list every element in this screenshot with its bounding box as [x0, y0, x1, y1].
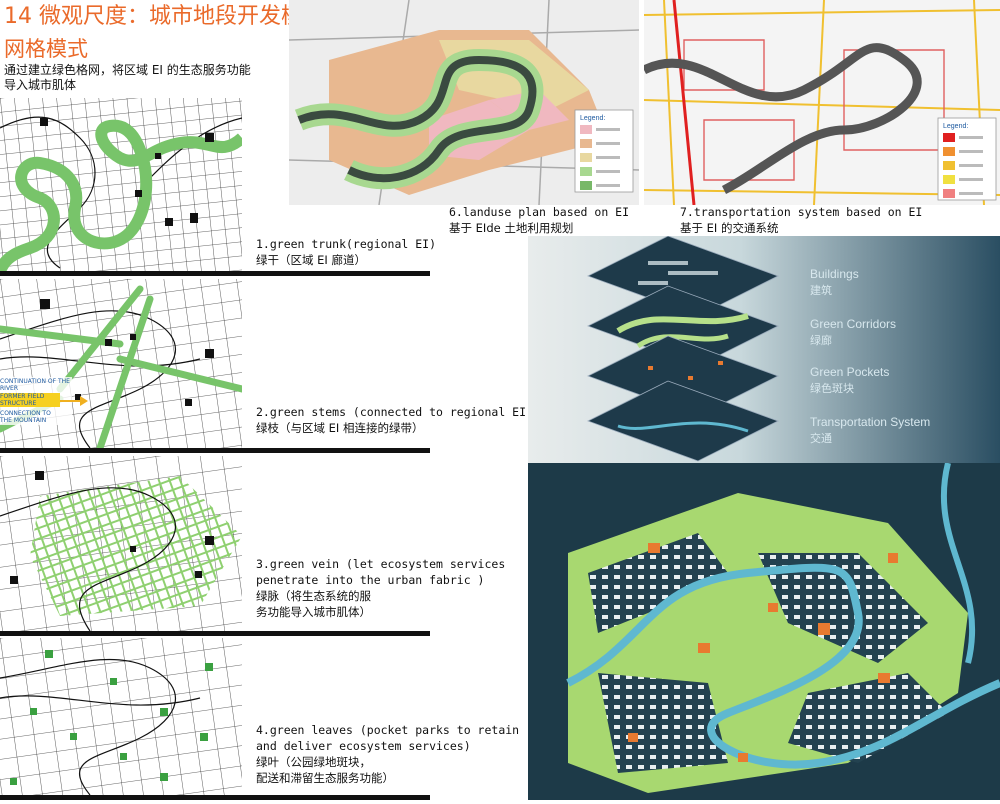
caption-en-2: and deliver ecosystem services)	[256, 739, 471, 753]
panel-green-stems: CONTINUATION OF THE RIVER FORMER FIELD S…	[0, 279, 242, 448]
green-trunk-diagram	[0, 98, 242, 271]
legend-text-placeholder	[596, 184, 620, 187]
caption-transport: 7.transportation system based on EI 基于 E…	[680, 204, 922, 236]
layer-label-transport-cn: 交通	[810, 431, 832, 445]
divider-bar-3	[0, 631, 430, 636]
landuse-plan-map: Legend:	[288, 0, 640, 206]
green-stems-diagram	[0, 279, 242, 448]
legend-swatch	[943, 175, 955, 184]
legend-text-placeholder	[959, 164, 983, 167]
caption-cn: 基于 EIde 土地利用规划	[449, 221, 574, 235]
layer-label-corridors: Green Corridors	[810, 317, 896, 331]
panel-green-vein	[0, 456, 242, 631]
arrow-icon	[60, 396, 88, 406]
layer-label-corridors-cn: 绿廊	[810, 333, 832, 347]
intro-line-2: 导入城市肌体	[4, 78, 77, 92]
legend-swatch	[943, 133, 955, 142]
green-leaves-diagram	[0, 638, 242, 795]
legend-text-placeholder	[959, 192, 983, 195]
layer-stack-graphic: Buildings 建筑 Green Corridors 绿廊 Green Po…	[528, 235, 1000, 463]
caption-green-vein: 3.green vein (let ecosystem services pen…	[256, 556, 505, 620]
transport-legend	[937, 117, 997, 201]
layer-label-pockets-cn: 绿色斑块	[810, 381, 854, 395]
caption-green-leaves: 4.green leaves (pocket parks to retain a…	[256, 722, 519, 786]
layer-transportation	[586, 380, 780, 462]
legend-title: Legend:	[580, 115, 605, 122]
legend-swatch	[580, 139, 592, 148]
landuse-legend	[574, 109, 634, 193]
legend-swatch	[943, 161, 955, 170]
label-continuation: CONTINUATION OF THE RIVER	[0, 378, 70, 392]
label-connection: CONNECTION TO THE MOUNTAIN	[0, 410, 51, 424]
layer-label-pockets: Green Pockets	[810, 365, 889, 379]
caption-green-stems: 2.green stems (connected to regional EI)…	[256, 404, 533, 436]
caption-en-2: penetrate into the urban fabric )	[256, 573, 485, 587]
caption-cn-1: 绿脉（将生态系统的服	[256, 589, 371, 603]
layer-label-buildings: Buildings	[810, 267, 859, 281]
label-former-field: FORMER FIELD STRUCTURE	[0, 393, 60, 407]
aerial-graphic	[528, 462, 1000, 800]
legend-text-placeholder	[596, 156, 620, 159]
layer-label-transport: Transportation System	[810, 415, 930, 429]
caption-en-1: 3.green vein (let ecosystem services	[256, 557, 506, 571]
caption-en: 6.landuse plan based on EI	[449, 205, 630, 219]
legend-swatch	[580, 167, 592, 176]
caption-en: 7.transportation system based on EI	[680, 205, 923, 219]
legend-swatch	[580, 153, 592, 162]
legend-text-placeholder	[596, 170, 620, 173]
caption-cn-2: 配送和滞留生态服务功能）	[256, 771, 394, 785]
caption-en: 2.green stems (connected to regional EI)	[256, 405, 533, 419]
intro-text: 通过建立绿色格网，将区域 EI 的生态服务功能 导入城市肌体	[4, 63, 294, 93]
caption-landuse: 6.landuse plan based on EI 基于 EIde 土地利用规…	[449, 204, 629, 236]
legend-text-placeholder	[596, 142, 620, 145]
landuse-map-graphic: Legend:	[288, 0, 640, 206]
legend-swatch	[943, 189, 955, 198]
caption-cn-2: 务功能导入城市肌体）	[256, 605, 371, 619]
aerial-rendering	[528, 462, 1000, 800]
panel-green-leaves	[0, 638, 242, 795]
green-vein-diagram	[0, 456, 242, 631]
caption-cn: 绿枝（与区域 EI 相连接的绿带）	[256, 421, 424, 435]
legend-swatch	[580, 125, 592, 134]
page-subtitle: 网格模式	[4, 37, 88, 61]
legend-text-placeholder	[596, 128, 620, 131]
caption-en: 1.green trunk(regional EI)	[256, 237, 437, 251]
divider-bar-2	[0, 448, 430, 453]
caption-cn-1: 绿叶（公园绿地斑块，	[256, 755, 371, 769]
panel-green-trunk	[0, 98, 242, 271]
legend-text-placeholder	[959, 150, 983, 153]
intro-line-1: 通过建立绿色格网，将区域 EI 的生态服务功能	[4, 63, 251, 77]
legend-title: Legend:	[943, 123, 968, 130]
divider-bar-1	[0, 271, 430, 276]
caption-cn: 绿干（区域 EI 廊道）	[256, 253, 366, 267]
transport-map-graphic: Legend:	[641, 0, 1000, 206]
legend-swatch	[580, 181, 592, 190]
transportation-map: Legend:	[641, 0, 1000, 206]
caption-cn: 基于 EI 的交通系统	[680, 221, 779, 235]
layer-stack-diagram: Buildings 建筑 Green Corridors 绿廊 Green Po…	[528, 235, 1000, 463]
divider-bar-4	[0, 795, 430, 800]
layer-label-buildings-cn: 建筑	[810, 283, 832, 297]
legend-text-placeholder	[959, 178, 983, 181]
legend-text-placeholder	[959, 136, 983, 139]
legend-swatch	[943, 147, 955, 156]
caption-green-trunk: 1.green trunk(regional EI) 绿干（区域 EI 廊道）	[256, 236, 436, 268]
caption-en-1: 4.green leaves (pocket parks to retain	[256, 723, 520, 737]
